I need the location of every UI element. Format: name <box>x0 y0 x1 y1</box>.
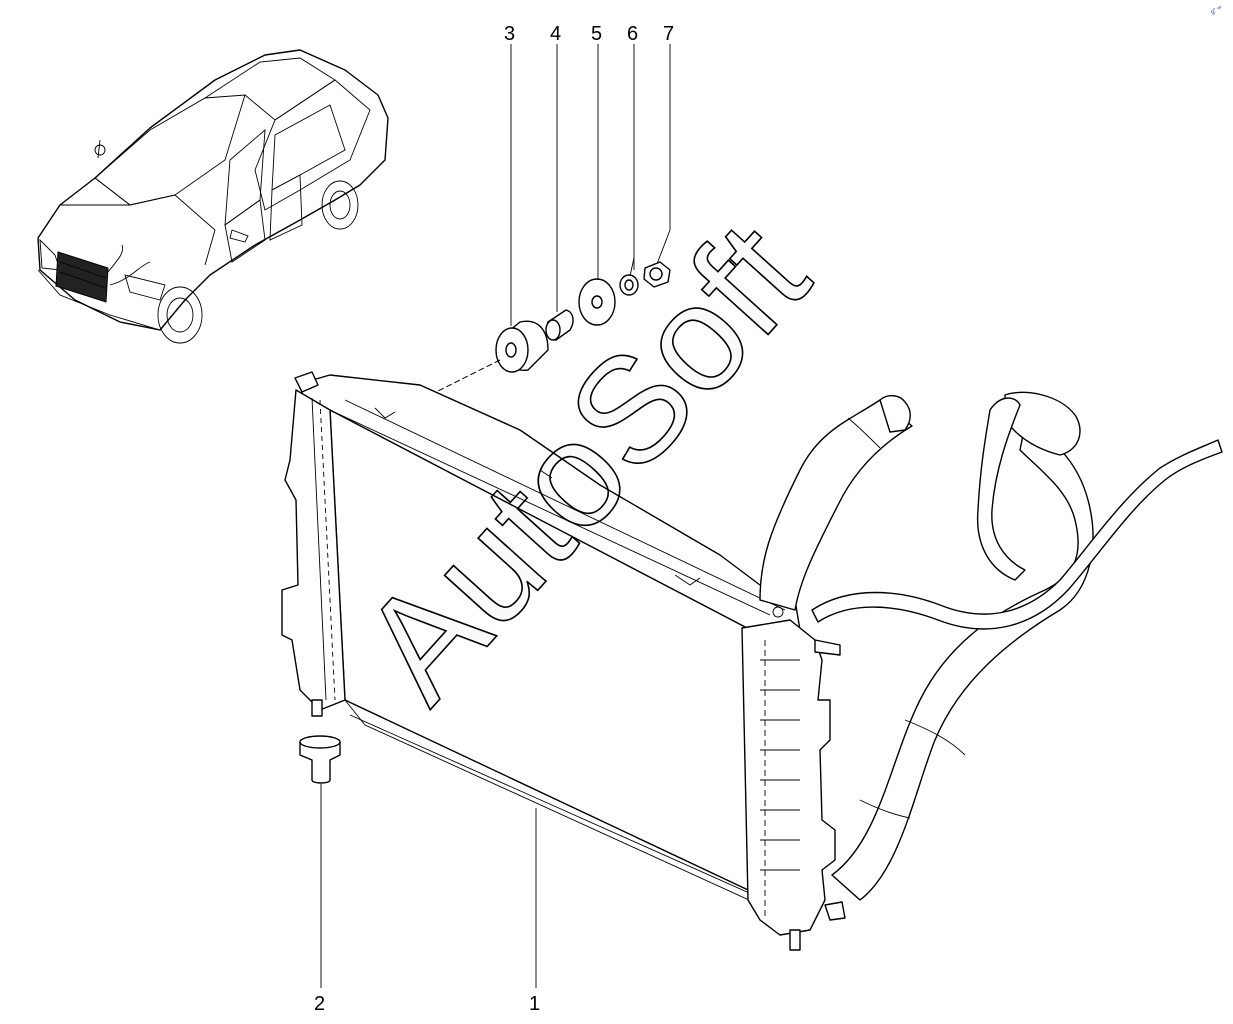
washer-part-5 <box>578 278 616 326</box>
callout-4: 4 <box>550 23 561 45</box>
mount-bushing-part-3 <box>495 320 549 373</box>
callout-labels: 3 4 5 6 7 2 1 <box>314 23 674 1015</box>
corner-mark: g° ∞ <box>1210 5 1223 16</box>
drain-plug-part-2 <box>299 735 341 784</box>
callout-3: 3 <box>504 23 515 45</box>
nut-part-7 <box>643 261 671 288</box>
callout-1: 1 <box>529 993 540 1015</box>
overflow-hose <box>811 397 1223 630</box>
callout-7: 7 <box>663 23 674 45</box>
radiator-part-1 <box>281 371 846 951</box>
spring-washer-part-6 <box>619 274 639 296</box>
car-location-thumbnail <box>37 49 389 344</box>
upper-hose <box>759 395 913 611</box>
sleeve-part-4 <box>545 309 574 341</box>
callout-5: 5 <box>591 23 602 45</box>
callout-2: 2 <box>314 993 325 1015</box>
callout-6: 6 <box>627 23 638 45</box>
leader-lines <box>320 44 671 988</box>
lower-hose <box>831 391 1094 901</box>
